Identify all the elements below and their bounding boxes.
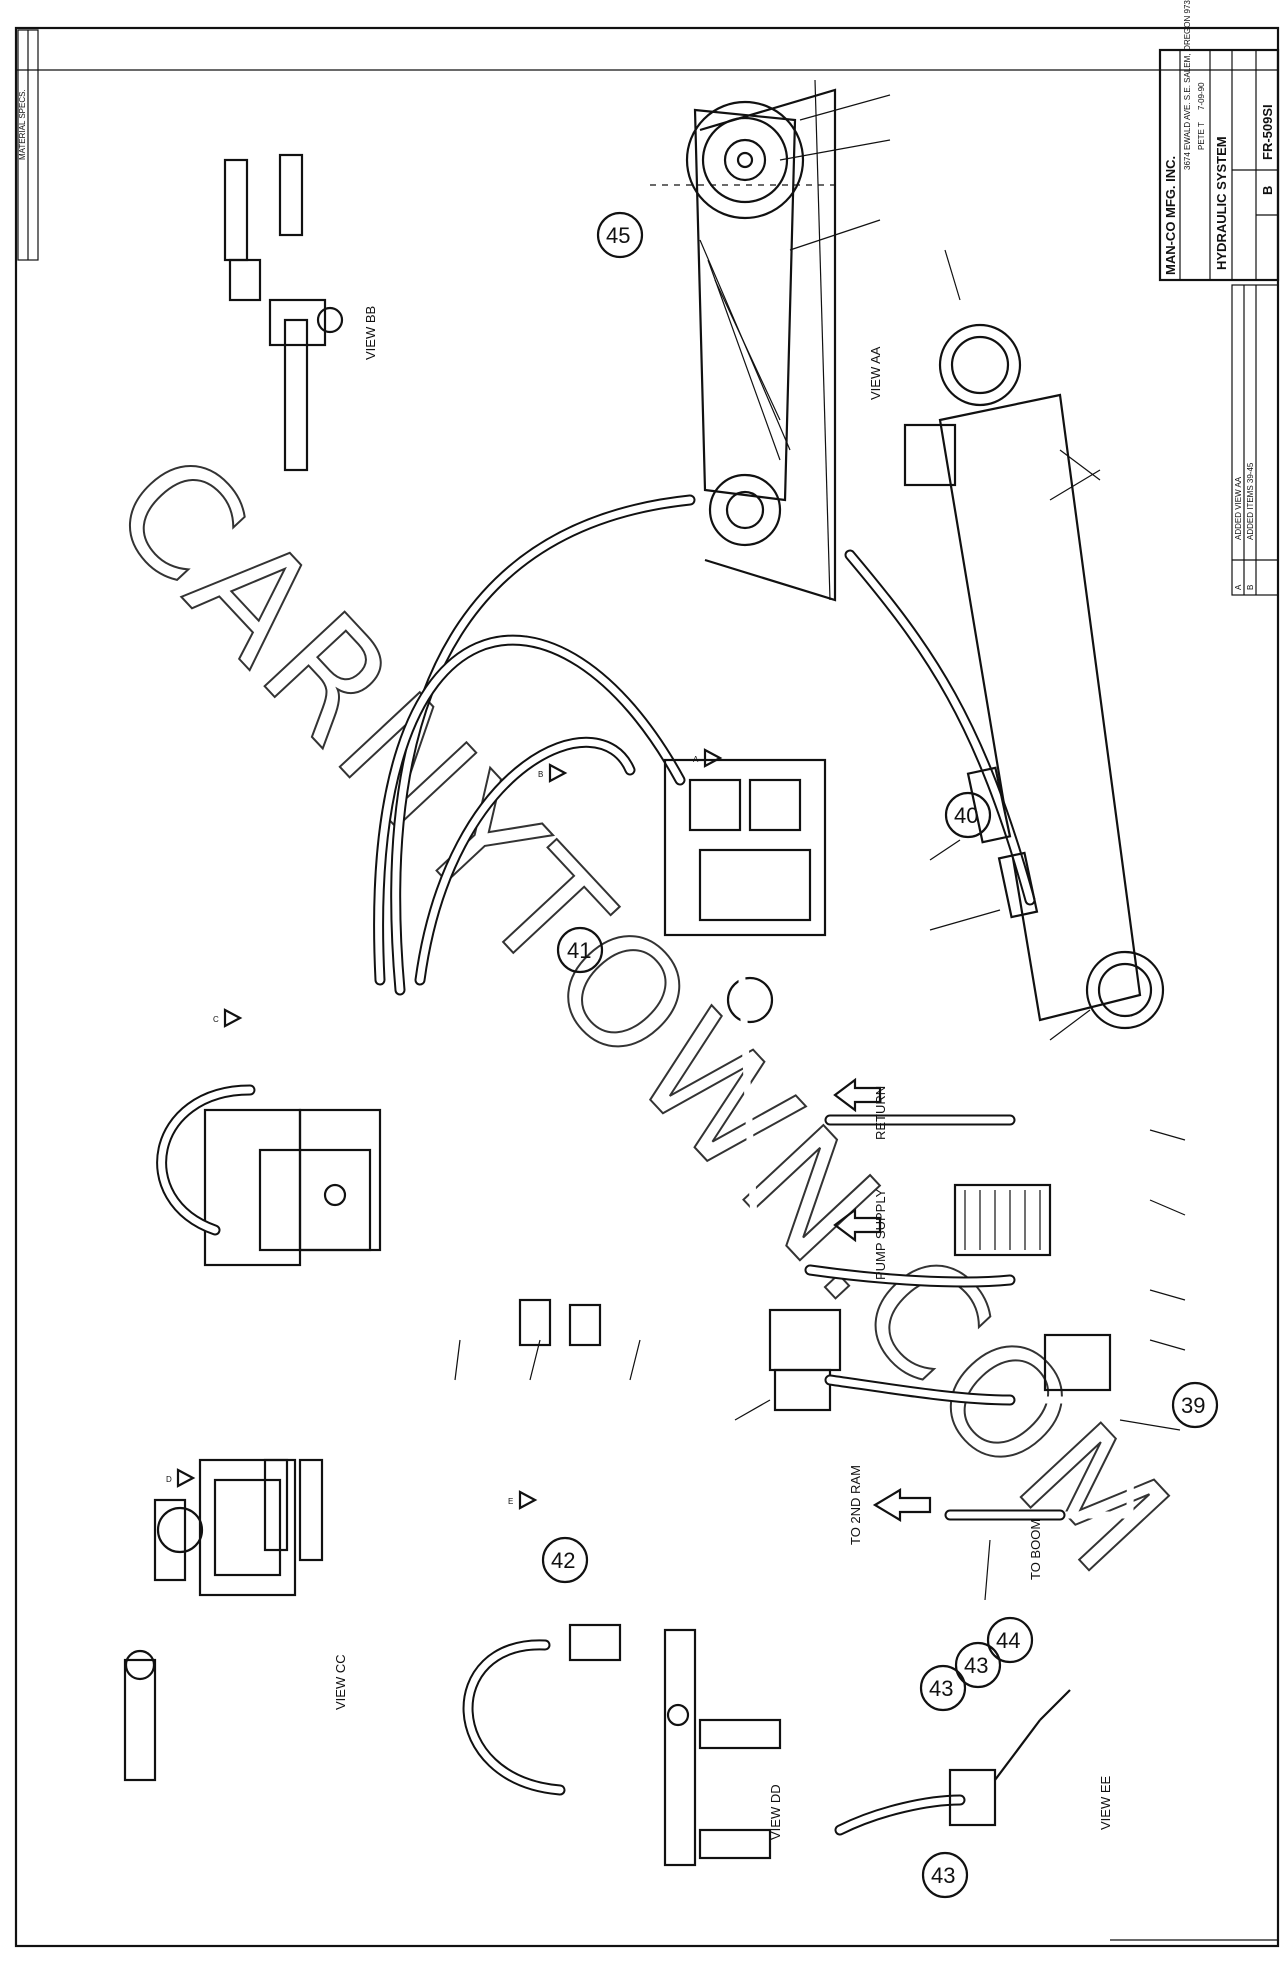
pump-supply-arrow-icon xyxy=(833,1207,882,1243)
view-dd: VIEW DD xyxy=(462,1623,783,1867)
right-pipe-loop xyxy=(1006,1116,1139,1519)
svg-text:A: A xyxy=(693,755,699,764)
control-valve xyxy=(663,758,827,1024)
revision-letter: B xyxy=(1260,186,1275,195)
svg-text:42: 42 xyxy=(551,1548,575,1573)
revision-a-letter: A xyxy=(1234,584,1243,590)
section-marker-d: D xyxy=(166,1468,196,1488)
revision-b-note: ADDED ITEMS 39-45 xyxy=(1246,462,1255,540)
leader-lines xyxy=(454,94,1186,1601)
revision-block: A ADDED VIEW AA B ADDED ITEMS 39-45 xyxy=(1231,284,1279,596)
callout-39: 39 xyxy=(1171,1381,1219,1429)
view-bb: VIEW BB xyxy=(223,153,378,472)
svg-text:43: 43 xyxy=(929,1676,953,1701)
svg-text:43: 43 xyxy=(931,1863,955,1888)
section-markers: A B C D E xyxy=(166,748,723,1510)
drawing-number: FR-509SI xyxy=(1260,104,1275,160)
callout-43-c: 43 xyxy=(921,1851,969,1899)
title-block: MAN-CO MFG. INC. 3674 EWALD AVE. S.E. SA… xyxy=(1158,0,1280,282)
view-cc-label: VIEW CC xyxy=(333,1654,348,1710)
callout-41: 41 xyxy=(556,926,604,974)
section-marker-e: E xyxy=(508,1490,538,1510)
svg-text:B: B xyxy=(538,770,543,779)
svg-text:E: E xyxy=(508,1497,513,1506)
drawing-border xyxy=(14,26,1280,1948)
drawn-by: PETE T xyxy=(1197,122,1206,150)
to-2nd-ram-arrow-icon xyxy=(872,1488,932,1522)
pump-supply-label: PUMP SUPPLY xyxy=(873,1188,888,1280)
drawing-title: HYDRAULIC SYSTEM xyxy=(1214,136,1229,270)
svg-text:41: 41 xyxy=(567,938,591,963)
svg-text:D: D xyxy=(166,1475,172,1484)
view-aa-label: VIEW AA xyxy=(868,346,883,400)
view-aa-winch: VIEW AA xyxy=(650,79,883,602)
watermark: CARNYTOWN.COM xyxy=(79,421,1204,1610)
svg-text:C: C xyxy=(213,1015,219,1024)
view-ee: VIEW EE TO BOOM xyxy=(834,1519,1113,1836)
cylinder-fitting xyxy=(966,766,1039,919)
return-label: RETURN xyxy=(873,1086,888,1140)
return-filter xyxy=(953,1183,1052,1257)
callout-45: 45 xyxy=(596,211,644,259)
cylinder-hose xyxy=(844,549,1036,906)
section-marker-a: A xyxy=(693,748,723,768)
view-dd-label: VIEW DD xyxy=(768,1784,783,1840)
svg-text:44: 44 xyxy=(996,1628,1020,1653)
hydraulic-pump xyxy=(203,1108,382,1267)
company-name: MAN-CO MFG. INC. xyxy=(1163,156,1178,275)
callout-44: 44 xyxy=(986,1616,1034,1664)
svg-text:45: 45 xyxy=(606,223,630,248)
material-specs-label: MATERIAL SPECS. xyxy=(18,89,27,160)
company-address: 3674 EWALD AVE. S.E. SALEM, OREGON 97302 xyxy=(1183,0,1192,170)
revision-a-note: ADDED VIEW AA xyxy=(1234,476,1243,540)
material-specs-column: MATERIAL SPECS. xyxy=(17,29,39,261)
svg-text:40: 40 xyxy=(954,803,978,828)
view-ee-label: VIEW EE xyxy=(1098,1775,1113,1830)
to-2nd-ram-label: TO 2ND RAM xyxy=(848,1465,863,1545)
svg-text:39: 39 xyxy=(1181,1393,1205,1418)
drawing-date: 7-09-90 xyxy=(1197,82,1206,110)
revision-b-letter: B xyxy=(1246,585,1255,590)
section-marker-b: B xyxy=(538,763,568,783)
to-boom-label: TO BOOM xyxy=(1028,1519,1043,1580)
return-arrow-icon xyxy=(833,1077,882,1113)
view-bb-label: VIEW BB xyxy=(363,306,378,360)
solenoid-valve xyxy=(1043,1333,1112,1392)
callout-43-a: 43 xyxy=(919,1664,967,1712)
callout-42: 42 xyxy=(541,1536,589,1584)
svg-text:43: 43 xyxy=(964,1653,988,1678)
section-marker-c: C xyxy=(213,1008,243,1028)
view-cc: VIEW CC xyxy=(123,1458,348,1782)
callout-40: 40 xyxy=(944,791,992,839)
callout-43-b: 43 xyxy=(954,1641,1002,1689)
